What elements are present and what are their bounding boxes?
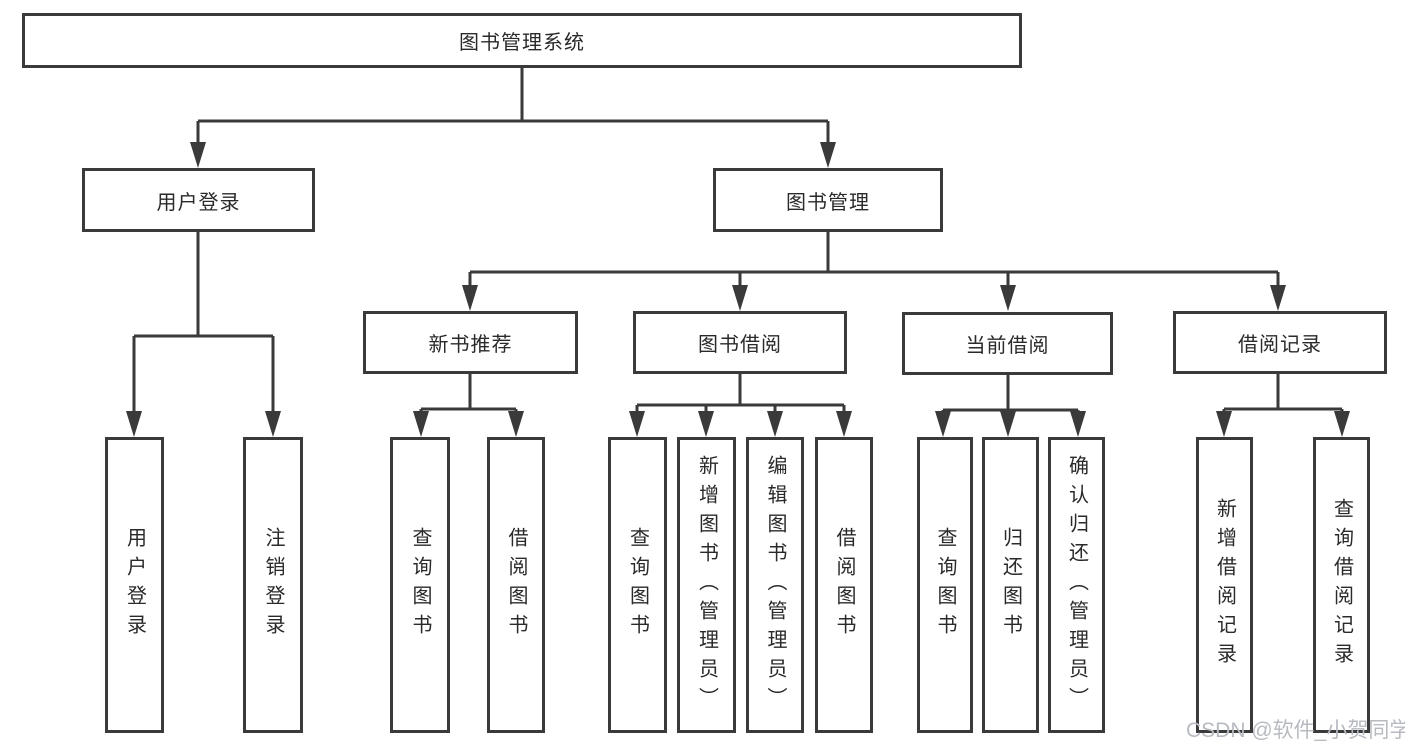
node-current-borrow: 当前借阅 [902, 312, 1113, 375]
leaf-borrow-books: 借阅图书 [815, 437, 873, 733]
leaf-confirm-return-admin: 确认归还（管理员） [1048, 437, 1105, 733]
node-borrow-records-label: 借阅记录 [1238, 334, 1322, 356]
node-book-borrow-label: 图书借阅 [698, 334, 782, 356]
leaf-return-books: 归还图书 [982, 437, 1039, 733]
leaf-edit-books-admin: 编辑图书（管理员） [746, 437, 804, 733]
leaf-current-query-books-label: 查询图书 [934, 527, 956, 643]
leaf-query-borrow-record-label: 查询借阅记录 [1330, 498, 1353, 672]
leaf-logout: 注销登录 [243, 437, 303, 733]
node-borrow-records: 借阅记录 [1173, 311, 1387, 374]
csdn-watermark: CSDN @软件_小贺同学 [1186, 719, 1405, 742]
leaf-recommend-borrow-books-label: 借阅图书 [505, 527, 527, 643]
node-new-book-recommend: 新书推荐 [363, 311, 578, 374]
leaf-borrow-query-books-label: 查询图书 [626, 527, 649, 643]
leaf-recommend-query-books-label: 查询图书 [409, 527, 431, 643]
leaf-borrow-books-label: 借阅图书 [833, 527, 855, 643]
leaf-borrow-query-books: 查询图书 [608, 437, 667, 733]
leaf-user-login-label: 用户登录 [123, 527, 146, 643]
node-user-login-label: 用户登录 [156, 191, 241, 214]
leaf-logout-label: 注销登录 [262, 527, 284, 643]
node-new-book-recommend-label: 新书推荐 [428, 334, 513, 356]
leaf-add-books-admin: 新增图书（管理员） [677, 437, 736, 733]
node-book-borrow: 图书借阅 [633, 311, 847, 374]
leaf-user-login: 用户登录 [105, 437, 164, 733]
leaf-confirm-return-admin-label: 确认归还（管理员） [1065, 454, 1088, 716]
leaf-add-borrow-record: 新增借阅记录 [1196, 437, 1253, 733]
leaf-add-borrow-record-label: 新增借阅记录 [1213, 498, 1236, 672]
node-user-login: 用户登录 [82, 168, 315, 232]
node-book-management-label: 图书管理 [786, 191, 870, 214]
leaf-return-books-label: 归还图书 [999, 527, 1022, 643]
arrowheads [126, 142, 1350, 437]
leaf-current-query-books: 查询图书 [917, 437, 973, 733]
node-current-borrow-label: 当前借阅 [965, 335, 1050, 357]
leaf-recommend-borrow-books: 借阅图书 [487, 437, 545, 733]
leaf-query-borrow-record: 查询借阅记录 [1313, 437, 1370, 733]
leaf-add-books-admin-label: 新增图书（管理员） [695, 454, 718, 716]
node-root: 图书管理系统 [22, 13, 1022, 68]
leaf-recommend-query-books: 查询图书 [390, 437, 450, 733]
node-root-label: 图书管理系统 [459, 32, 585, 54]
leaf-edit-books-admin-label: 编辑图书（管理员） [764, 454, 786, 716]
node-book-management: 图书管理 [713, 168, 943, 232]
